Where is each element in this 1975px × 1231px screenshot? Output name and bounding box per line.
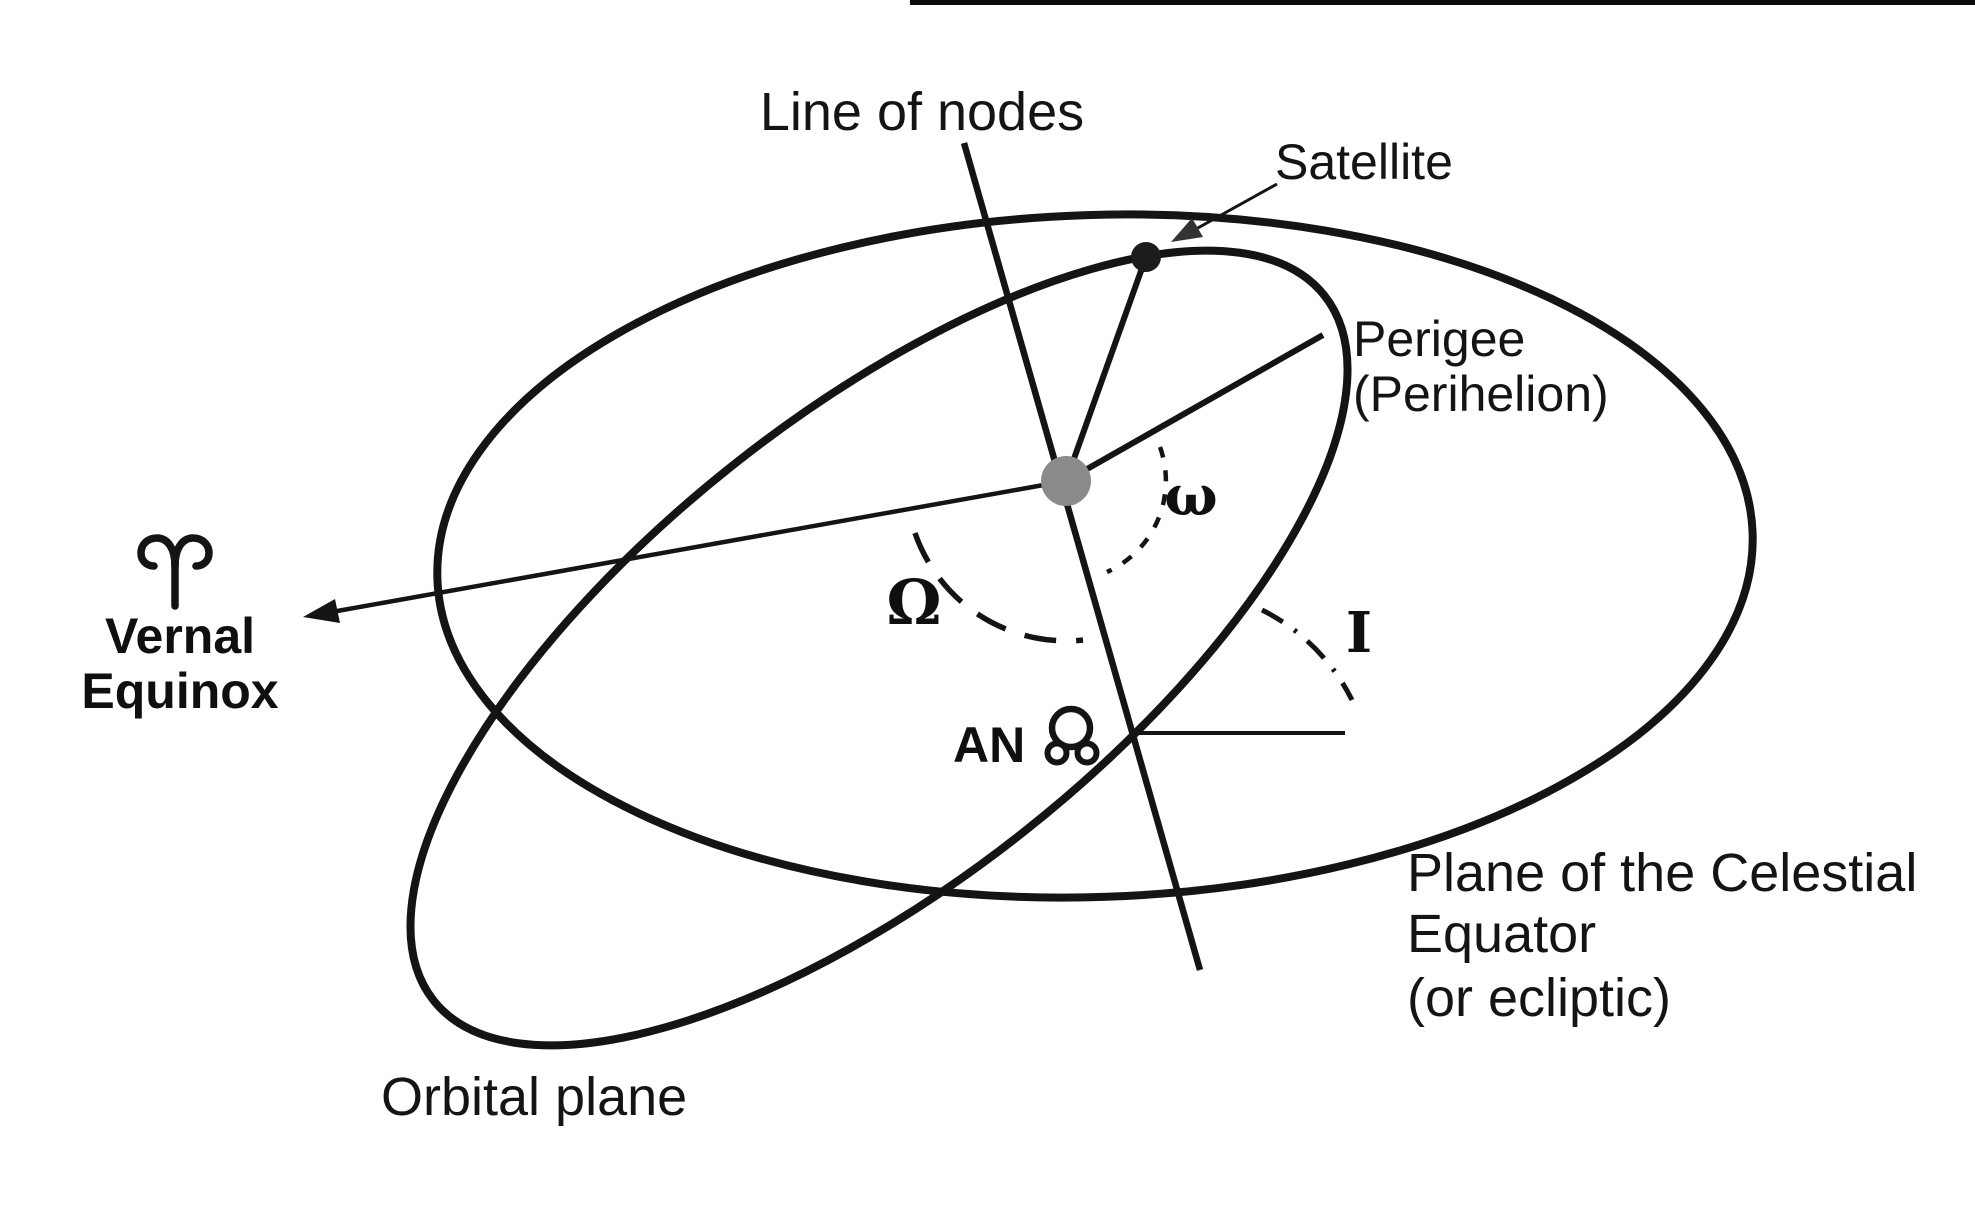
vernal-equinox-line	[325, 478, 1067, 616]
inclination-arc	[1260, 607, 1355, 702]
perigee-line	[1064, 332, 1325, 484]
line-of-nodes	[960, 142, 1204, 971]
equator-plane-label-line2: Equator	[1407, 904, 1596, 964]
perigee-label-line1: Perigee	[1353, 311, 1525, 367]
perigee-label-line2: (Perihelion)	[1353, 366, 1609, 422]
celestial-equator-ellipse	[433, 210, 1757, 902]
orbital-plane-label: Orbital plane	[381, 1067, 687, 1127]
arg-perigee-symbol-label: ω	[1164, 463, 1217, 529]
satellite-leader-line	[1195, 182, 1278, 231]
vernal-equinox-arrowhead-icon	[303, 599, 340, 623]
equator-plane-label-line1: Plane of the Celestial	[1407, 843, 1917, 903]
ascending-node-icon	[1044, 705, 1100, 766]
line-of-nodes-label: Line of nodes	[760, 82, 1084, 142]
satellite-radius-line	[1063, 255, 1149, 483]
aries-symbol	[137, 534, 213, 610]
vernal-equinox-label-line2: Equinox	[81, 663, 278, 719]
raan-arc	[912, 532, 1084, 644]
central-body	[1041, 456, 1091, 506]
page-top-rule	[910, 0, 1975, 5]
raan-symbol-label: Ω	[886, 566, 941, 639]
orbital-plane-ellipse	[406, 246, 1352, 1050]
arg-perigee-arc	[1106, 446, 1169, 575]
ascending-node-label: AN	[953, 717, 1025, 773]
inclination-symbol-label: I	[1346, 600, 1372, 666]
satellite-label: Satellite	[1275, 134, 1453, 190]
equator-plane-label-line3: (or ecliptic)	[1407, 968, 1671, 1028]
satellite-arrowhead-icon	[1171, 218, 1203, 242]
vernal-equinox-label-line1: Vernal	[105, 608, 255, 664]
satellite-dot	[1131, 242, 1161, 272]
